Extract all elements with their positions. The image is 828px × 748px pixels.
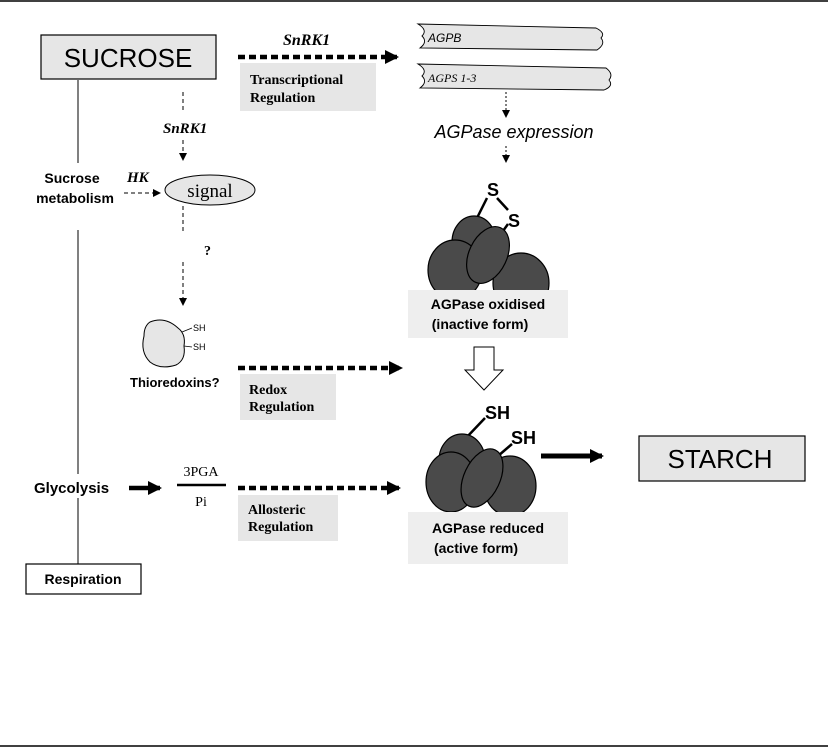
redox-label-2: Regulation: [249, 400, 315, 415]
snrk1-side-label: SnRK1: [163, 121, 207, 137]
allosteric-label-2: Regulation: [248, 520, 314, 535]
sucrose-metabolism-line2: metabolism: [36, 190, 114, 206]
transcriptional-label-1: Transcriptional: [250, 73, 343, 88]
disulfide-bond: [497, 198, 508, 210]
oxidised-s-bottom: S: [508, 211, 520, 231]
signal-label: signal: [187, 181, 232, 202]
pi-label: Pi: [195, 495, 207, 510]
oxidised-to-reduced-arrow: [465, 347, 503, 390]
glycolysis-label: Glycolysis: [34, 480, 109, 497]
allosteric-label-1: Allosteric: [248, 503, 306, 518]
agps-label: AGPS 1-3: [427, 71, 476, 85]
trx-bond-2: [184, 346, 192, 347]
reduced-label-2: (active form): [434, 540, 518, 556]
reduced-sh-top: SH: [485, 403, 510, 423]
starch-label: STARCH: [668, 444, 773, 474]
snrk1-top-label: SnRK1: [283, 32, 330, 49]
reduced-sh-bottom: SH: [511, 428, 536, 448]
agpase-expression-label: AGPase expression: [433, 122, 593, 142]
trx-sh-2: SH: [193, 342, 206, 352]
redox-label-1: Redox: [249, 383, 287, 398]
sucrose-metabolism-line1: Sucrose: [44, 170, 99, 186]
transcriptional-label-2: Regulation: [250, 91, 316, 106]
trx-bond-1: [182, 328, 192, 332]
oxidised-s-top: S: [487, 180, 499, 200]
reduced-label-1: AGPase reduced: [432, 520, 544, 536]
trx-sh-1: SH: [193, 323, 206, 333]
sucrose-label: SUCROSE: [64, 43, 193, 73]
thioredoxin-shape: [143, 320, 185, 367]
oxidised-label-1: AGPase oxidised: [431, 296, 545, 312]
pga-label: 3PGA: [183, 465, 219, 480]
question-mark: ?: [204, 244, 211, 259]
agpb-label: AGPB: [427, 31, 461, 45]
oxidised-label-2: (inactive form): [432, 316, 528, 332]
hk-label: HK: [126, 170, 150, 186]
thioredoxins-label: Thioredoxins?: [130, 375, 220, 390]
respiration-label: Respiration: [44, 571, 121, 587]
